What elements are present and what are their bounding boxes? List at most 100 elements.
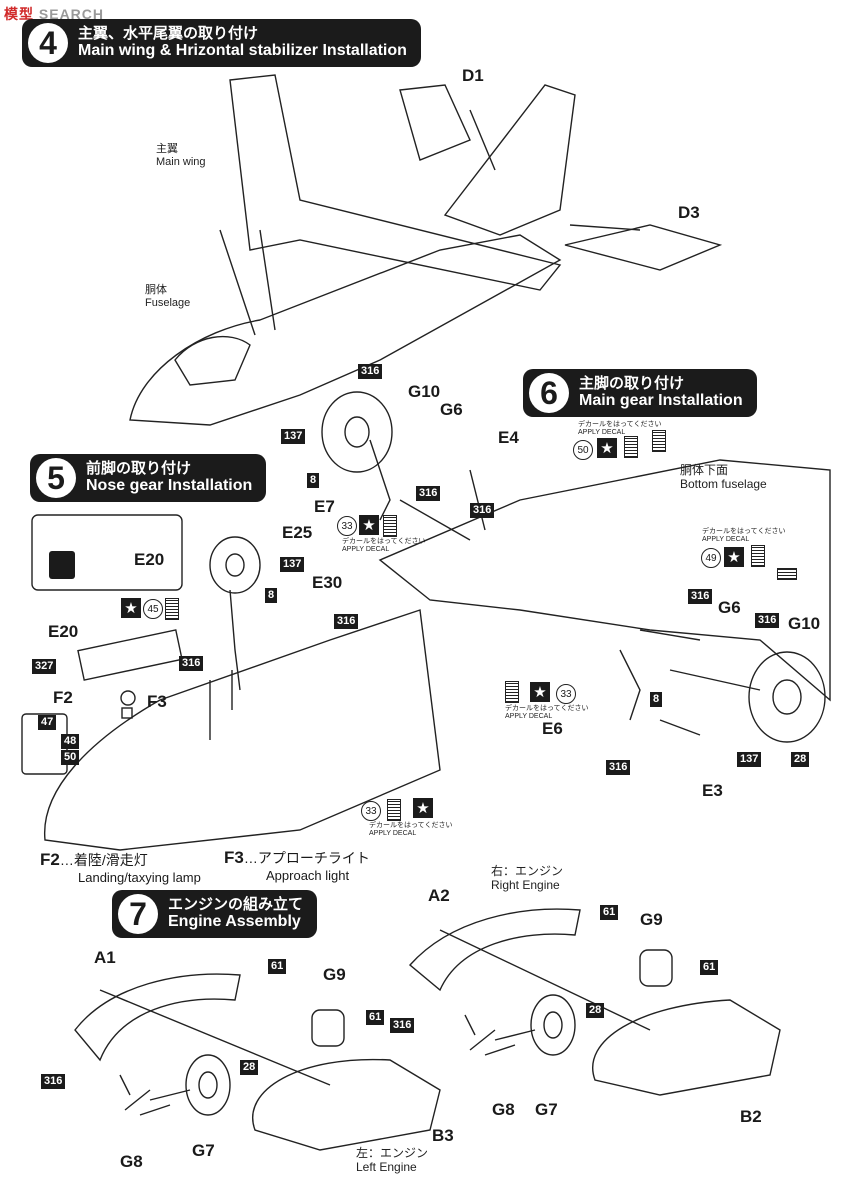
paint-316: 316 (755, 613, 780, 628)
paint-137: 137 (737, 752, 762, 767)
part-b3: B3 (432, 1126, 454, 1145)
engine-g8-drawing (119, 1074, 171, 1116)
step-5-title-en: Nose gear Installation (86, 477, 253, 495)
step-6-title-jp: 主脚の取り付け (579, 374, 685, 392)
paint-316: 316 (470, 503, 495, 518)
part-g6: G6 (440, 400, 463, 419)
star-decal-icon: ★ (121, 598, 141, 618)
watermark-logo: 模型 (4, 6, 34, 22)
paint-28: 28 (586, 1003, 605, 1018)
part-f3: F3 (147, 692, 167, 711)
decal-33: 33 (337, 516, 357, 536)
engine-g8b-drawing (464, 1014, 516, 1056)
canopy-drawing (174, 335, 251, 386)
decal-box-icon (165, 598, 179, 620)
part-g8: G8 (492, 1100, 515, 1119)
decal-50: 50 (61, 750, 80, 765)
decal-box-icon (751, 545, 765, 567)
engine-g7-drawing (185, 1054, 231, 1116)
star-decal-icon: ★ (359, 515, 379, 535)
step-5-title-jp: 前脚の取り付け (86, 459, 192, 477)
part-g10: G10 (408, 382, 441, 401)
e20-panel-drawing (77, 629, 183, 681)
clip-icon (49, 551, 75, 579)
watermark-text: SEARCH (38, 6, 105, 22)
step-7-title-en: Engine Assembly (168, 913, 301, 931)
paint-61: 61 (268, 959, 287, 974)
part-g6: G6 (718, 598, 741, 617)
part-e3: E3 (702, 781, 723, 800)
paint-316: 316 (416, 486, 441, 501)
paint-327: 327 (32, 659, 57, 674)
paint-8: 8 (265, 588, 278, 603)
paint-316: 316 (688, 589, 713, 604)
stabilizer-d1-drawing (399, 84, 471, 161)
part-e25: E25 (282, 523, 313, 542)
part-g10: G10 (788, 614, 821, 633)
part-f2: F2 (53, 688, 73, 707)
paint-61: 61 (700, 960, 719, 975)
part-d1: D1 (462, 66, 484, 85)
nose-fuselage-drawing (44, 609, 441, 851)
star-decal-icon: ★ (413, 798, 433, 818)
main-wheel-right-drawing (748, 651, 826, 743)
watermark: 模型 SEARCH (4, 4, 104, 24)
part-g8: G8 (120, 1152, 143, 1171)
vertical-tail-drawing (443, 84, 576, 236)
paint-316: 316 (606, 760, 631, 775)
paint-61: 61 (366, 1010, 385, 1025)
part-d3: D3 (678, 203, 700, 222)
part-e20: E20 (134, 550, 165, 569)
step-7-number: 7 (118, 894, 158, 934)
step-4-title-en: Main wing & Hrizontal stabilizer Install… (78, 42, 407, 60)
decal-49: 49 (701, 548, 721, 568)
step-6-title-en: Main gear Installation (579, 392, 743, 410)
star-decal-icon: ★ (724, 547, 744, 567)
stabilizer-d3-drawing (564, 224, 723, 271)
step-6-header: 6 主脚の取り付け Main gear Installation (523, 369, 757, 417)
decal-box-icon (505, 681, 519, 703)
engine-a1-drawing (74, 973, 241, 1062)
part-e20: E20 (48, 622, 79, 641)
engine-a2-drawing (408, 908, 581, 992)
part-g7: G7 (535, 1100, 558, 1119)
engine-g9-drawing (311, 1009, 345, 1047)
fuselage-drawing (129, 234, 562, 426)
step-4-header: 4 主翼、水平尾翼の取り付け Main wing & Hrizontal sta… (22, 19, 421, 67)
decal-33: 33 (556, 684, 576, 704)
part-b2: B2 (740, 1107, 762, 1126)
bottom-fuselage-drawing (378, 459, 831, 702)
engine-g9b-drawing (639, 949, 673, 987)
paint-8: 8 (307, 473, 320, 488)
decal-47: 47 (38, 715, 57, 730)
decal-box-icon (777, 568, 797, 580)
detail-inset-drawing (31, 514, 183, 591)
paint-137: 137 (280, 557, 305, 572)
decal-box-icon (383, 515, 397, 537)
part-g9: G9 (323, 965, 346, 984)
engine-b2-drawing (592, 999, 781, 1096)
paint-137: 137 (281, 429, 306, 444)
legend-f2: F2…着陸/滑走灯 Landing/taxying lamp (40, 850, 201, 885)
main-wing-drawing (229, 74, 562, 291)
part-a2: A2 (428, 886, 450, 905)
engine-g7b-drawing (530, 994, 576, 1056)
paint-316: 316 (41, 1074, 66, 1089)
paint-316: 316 (179, 656, 204, 671)
paint-28: 28 (240, 1060, 259, 1075)
step-7-header: 7 エンジンの組み立て Engine Assembly (112, 890, 318, 938)
part-a1: A1 (94, 948, 116, 967)
paint-316: 316 (334, 614, 359, 629)
decal-45: 45 (143, 599, 163, 619)
decal-box-icon (387, 799, 401, 821)
